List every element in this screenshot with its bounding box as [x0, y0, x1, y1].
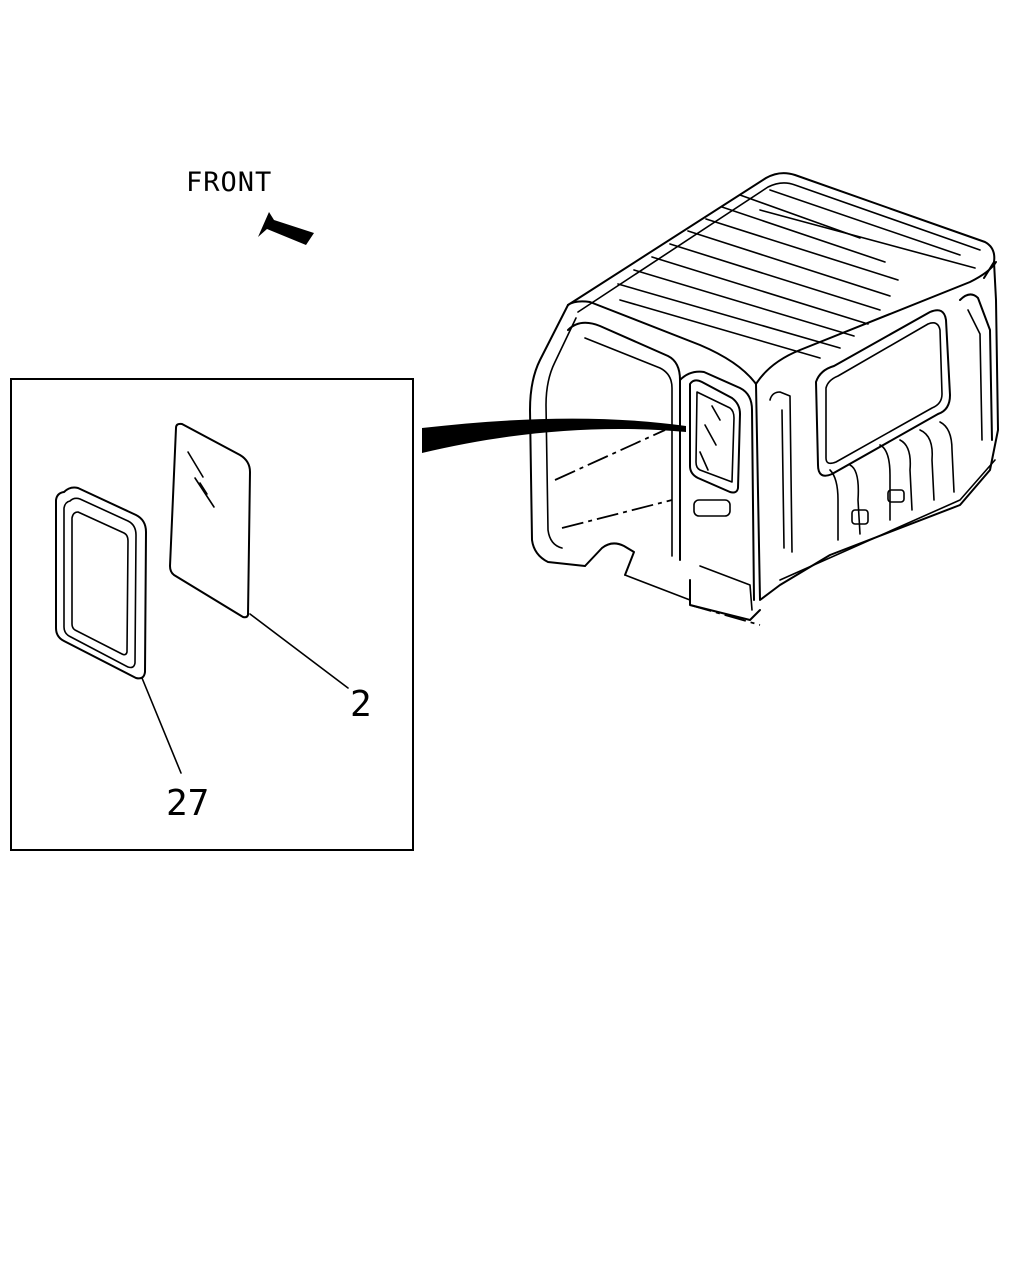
front-arrow-icon — [258, 212, 314, 245]
callout-27: 27 — [166, 783, 209, 824]
glass-panel — [169, 422, 251, 619]
detail-inset-frame — [10, 378, 414, 851]
weatherstrip-seal — [55, 486, 147, 680]
leader-line-27 — [141, 677, 182, 774]
detail-leader-arrow — [422, 418, 686, 453]
leader-line-2 — [249, 613, 349, 689]
cab-body — [529, 172, 999, 626]
front-label: FRONT — [186, 167, 272, 198]
callout-2: 2 — [350, 684, 372, 725]
